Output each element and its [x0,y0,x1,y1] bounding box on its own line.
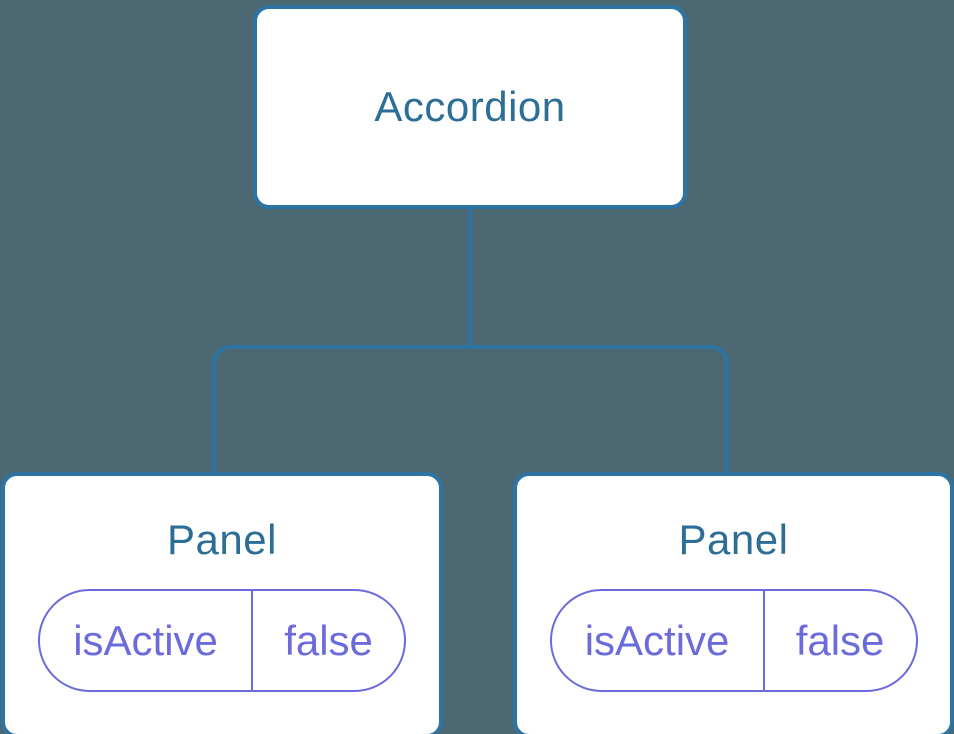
panel-left-label: Panel [167,516,277,563]
panel-right-label: Panel [678,516,789,563]
panel-node-right: Panel isActive false [513,472,954,734]
state-value: false [762,591,916,690]
state-key: isActive [73,616,218,664]
panel-right-state-pill: isActive false [549,589,918,692]
state-value: false [251,591,404,690]
accordion-node: Accordion [253,5,687,209]
connector-branch-bracket [212,345,729,472]
panel-node-left: Panel isActive false [1,472,443,734]
accordion-node-label: Accordion [374,83,566,130]
panel-left-state-pill: isActive false [38,589,406,692]
state-key: isActive [584,616,730,664]
connector-stem-line [468,207,472,348]
